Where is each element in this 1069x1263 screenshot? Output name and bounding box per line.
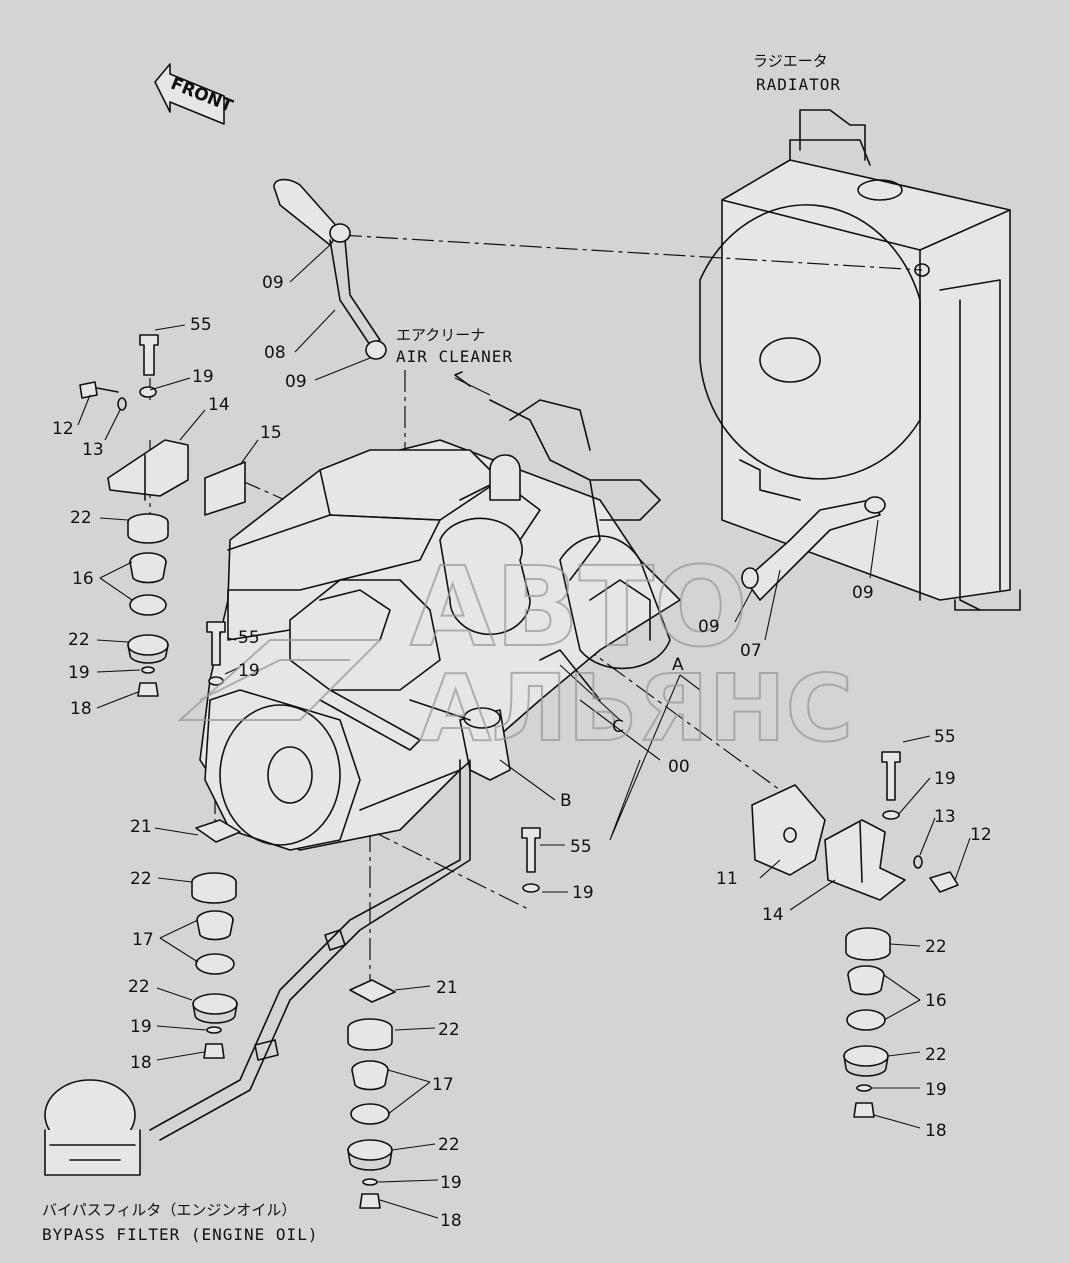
mount-left-front [79, 334, 246, 697]
leader-lines [77, 244, 971, 1219]
callout-17: 17 [432, 1075, 454, 1095]
callout-22: 22 [438, 1020, 460, 1040]
callout-19: 19 [130, 1017, 152, 1037]
bypass-filter [44, 1079, 141, 1176]
callout-19: 19 [440, 1173, 462, 1193]
captions: ラジエータ RADIATOR エアクリーナ AIR CLEANER バイパスフィ… [42, 52, 841, 1244]
radiator-caption-en: RADIATOR [756, 75, 841, 94]
callout-19: 19 [925, 1080, 947, 1100]
callout-14: 14 [762, 905, 784, 925]
callout-22: 22 [438, 1135, 460, 1155]
callout-22: 22 [925, 937, 947, 957]
callout-18: 18 [130, 1053, 152, 1073]
watermark: АВТО АЛЬЯНС [177, 542, 854, 763]
watermark-line1: АВТО [410, 543, 748, 671]
callout-19: 19 [192, 367, 214, 387]
callout-09: 09 [698, 617, 720, 637]
mount-left-rear [191, 819, 241, 1059]
callout-19: 19 [238, 661, 260, 681]
callout-17: 17 [132, 930, 154, 950]
callout-19: 19 [68, 663, 90, 683]
radiator-caption-jp: ラジエータ [753, 52, 828, 70]
callout-07: 07 [740, 641, 762, 661]
callout-18: 18 [925, 1121, 947, 1141]
callout-16: 16 [72, 569, 94, 589]
callout-12: 12 [52, 419, 74, 439]
callout-55: 55 [570, 837, 592, 857]
radiator [699, 109, 1021, 611]
callout-22: 22 [130, 869, 152, 889]
upper-hose [273, 178, 387, 360]
mount-middle [347, 827, 541, 1209]
callout-B: B [560, 791, 572, 811]
callout-11: 11 [716, 869, 738, 889]
bypass-filter-caption-en: BYPASS FILTER (ENGINE OIL) [42, 1225, 318, 1244]
callout-C: C [612, 717, 624, 737]
mount-right [751, 751, 959, 1118]
oil-line [149, 759, 471, 1141]
front-arrow: FRONT [154, 63, 236, 125]
callout-55: 55 [934, 727, 956, 747]
callout-19: 19 [572, 883, 594, 903]
bypass-filter-caption-jp: バイパスフィルタ（エンジンオイル） [42, 1201, 296, 1219]
callout-22: 22 [68, 630, 90, 650]
callout-09: 09 [852, 583, 874, 603]
callout-18: 18 [70, 699, 92, 719]
air-cleaner-caption-jp: エアクリーナ [396, 326, 485, 344]
callout-13: 13 [82, 440, 104, 460]
callout-18: 18 [440, 1211, 462, 1231]
callout-55: 55 [238, 628, 260, 648]
callout-22: 22 [925, 1045, 947, 1065]
engine [199, 399, 681, 851]
callout-19: 19 [934, 769, 956, 789]
callout-08: 08 [264, 343, 286, 363]
callout-22: 22 [70, 508, 92, 528]
callout-12: 12 [970, 825, 992, 845]
callout-14: 14 [208, 395, 230, 415]
callouts: 09 08 09 55 19 12 13 14 15 22 16 22 55 1… [52, 273, 992, 1231]
callout-21: 21 [436, 978, 458, 998]
air-cleaner-caption-en: AIR CLEANER [396, 347, 513, 366]
callout-15: 15 [260, 423, 282, 443]
callout-09: 09 [262, 273, 284, 293]
callout-00: 00 [668, 757, 690, 777]
watermark-line2: АЛЬЯНС [420, 655, 853, 762]
callout-22: 22 [128, 977, 150, 997]
callout-21: 21 [130, 817, 152, 837]
callout-13: 13 [934, 807, 956, 827]
callout-16: 16 [925, 991, 947, 1011]
callout-55: 55 [190, 315, 212, 335]
callout-09: 09 [285, 372, 307, 392]
callout-A: A [672, 655, 684, 675]
